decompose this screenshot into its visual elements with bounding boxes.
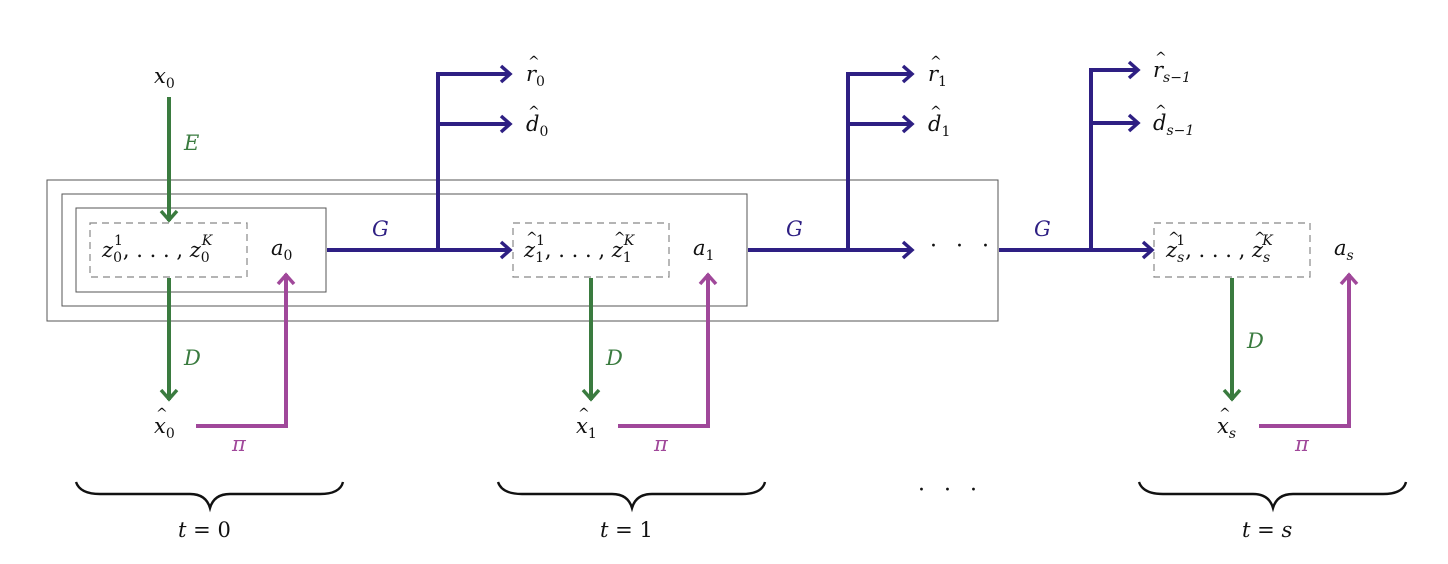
policy-label-s: π <box>1295 432 1309 456</box>
generator-label-s: G <box>1034 217 1051 241</box>
generator-arrow-1 <box>748 64 915 260</box>
reward-prediction-1: r1 <box>928 55 947 89</box>
context-box-middle <box>61 193 748 307</box>
policy-label-1: π <box>654 432 668 456</box>
decoder-label-0: D <box>184 346 201 370</box>
decoder-arrow-0 <box>159 278 179 402</box>
input-observation: x0 <box>154 64 175 93</box>
brace-s <box>1137 481 1408 513</box>
context-box-outer <box>46 179 999 322</box>
generator-label-0: G <box>372 217 389 241</box>
time-label-1: t = 1 <box>600 518 653 542</box>
latent-state-1: z11, . . . , z1K <box>524 231 634 265</box>
action-s: as <box>1334 236 1354 265</box>
ellipsis-bottom: · · · <box>918 478 983 503</box>
action-0: a0 <box>271 236 293 265</box>
encoder-arrow <box>159 97 179 223</box>
decoder-arrow-s <box>1222 278 1242 402</box>
reward-prediction-s-minus-1: rs−1 <box>1153 51 1191 85</box>
brace-1 <box>496 481 767 513</box>
context-box-inner <box>75 207 327 293</box>
brace-0 <box>74 481 345 513</box>
reconstruction-1: x1 <box>576 407 597 441</box>
time-label-s: t = s <box>1242 518 1293 542</box>
done-prediction-0: d0 <box>526 105 548 139</box>
decoder-arrow-1 <box>581 278 601 402</box>
reconstruction-0: x0 <box>154 407 175 441</box>
policy-arrow-0 <box>196 272 296 428</box>
time-label-0: t = 0 <box>178 518 231 542</box>
policy-arrow-s <box>1259 272 1359 428</box>
latent-box-s <box>1153 222 1311 278</box>
encoder-label: E <box>184 131 200 155</box>
decoder-label-1: D <box>606 346 623 370</box>
latent-state-s: zs1, . . . , zsK <box>1166 231 1273 265</box>
latent-box-1 <box>512 222 670 278</box>
decoder-label-s: D <box>1247 329 1264 353</box>
generator-arrow-s <box>999 60 1155 260</box>
action-1: a1 <box>693 236 715 265</box>
latent-state-0: z01, . . . , z0K <box>102 233 213 267</box>
policy-arrow-1 <box>618 272 718 428</box>
done-prediction-s-minus-1: ds−1 <box>1153 104 1194 138</box>
generator-arrow-0 <box>327 64 513 260</box>
generator-label-1: G <box>786 217 803 241</box>
policy-label-0: π <box>232 432 246 456</box>
ellipsis-mid: · · · <box>930 234 995 259</box>
reconstruction-s: xs <box>1217 407 1236 441</box>
latent-box-0 <box>89 222 248 278</box>
done-prediction-1: d1 <box>928 105 950 139</box>
reward-prediction-0: r0 <box>526 55 545 89</box>
